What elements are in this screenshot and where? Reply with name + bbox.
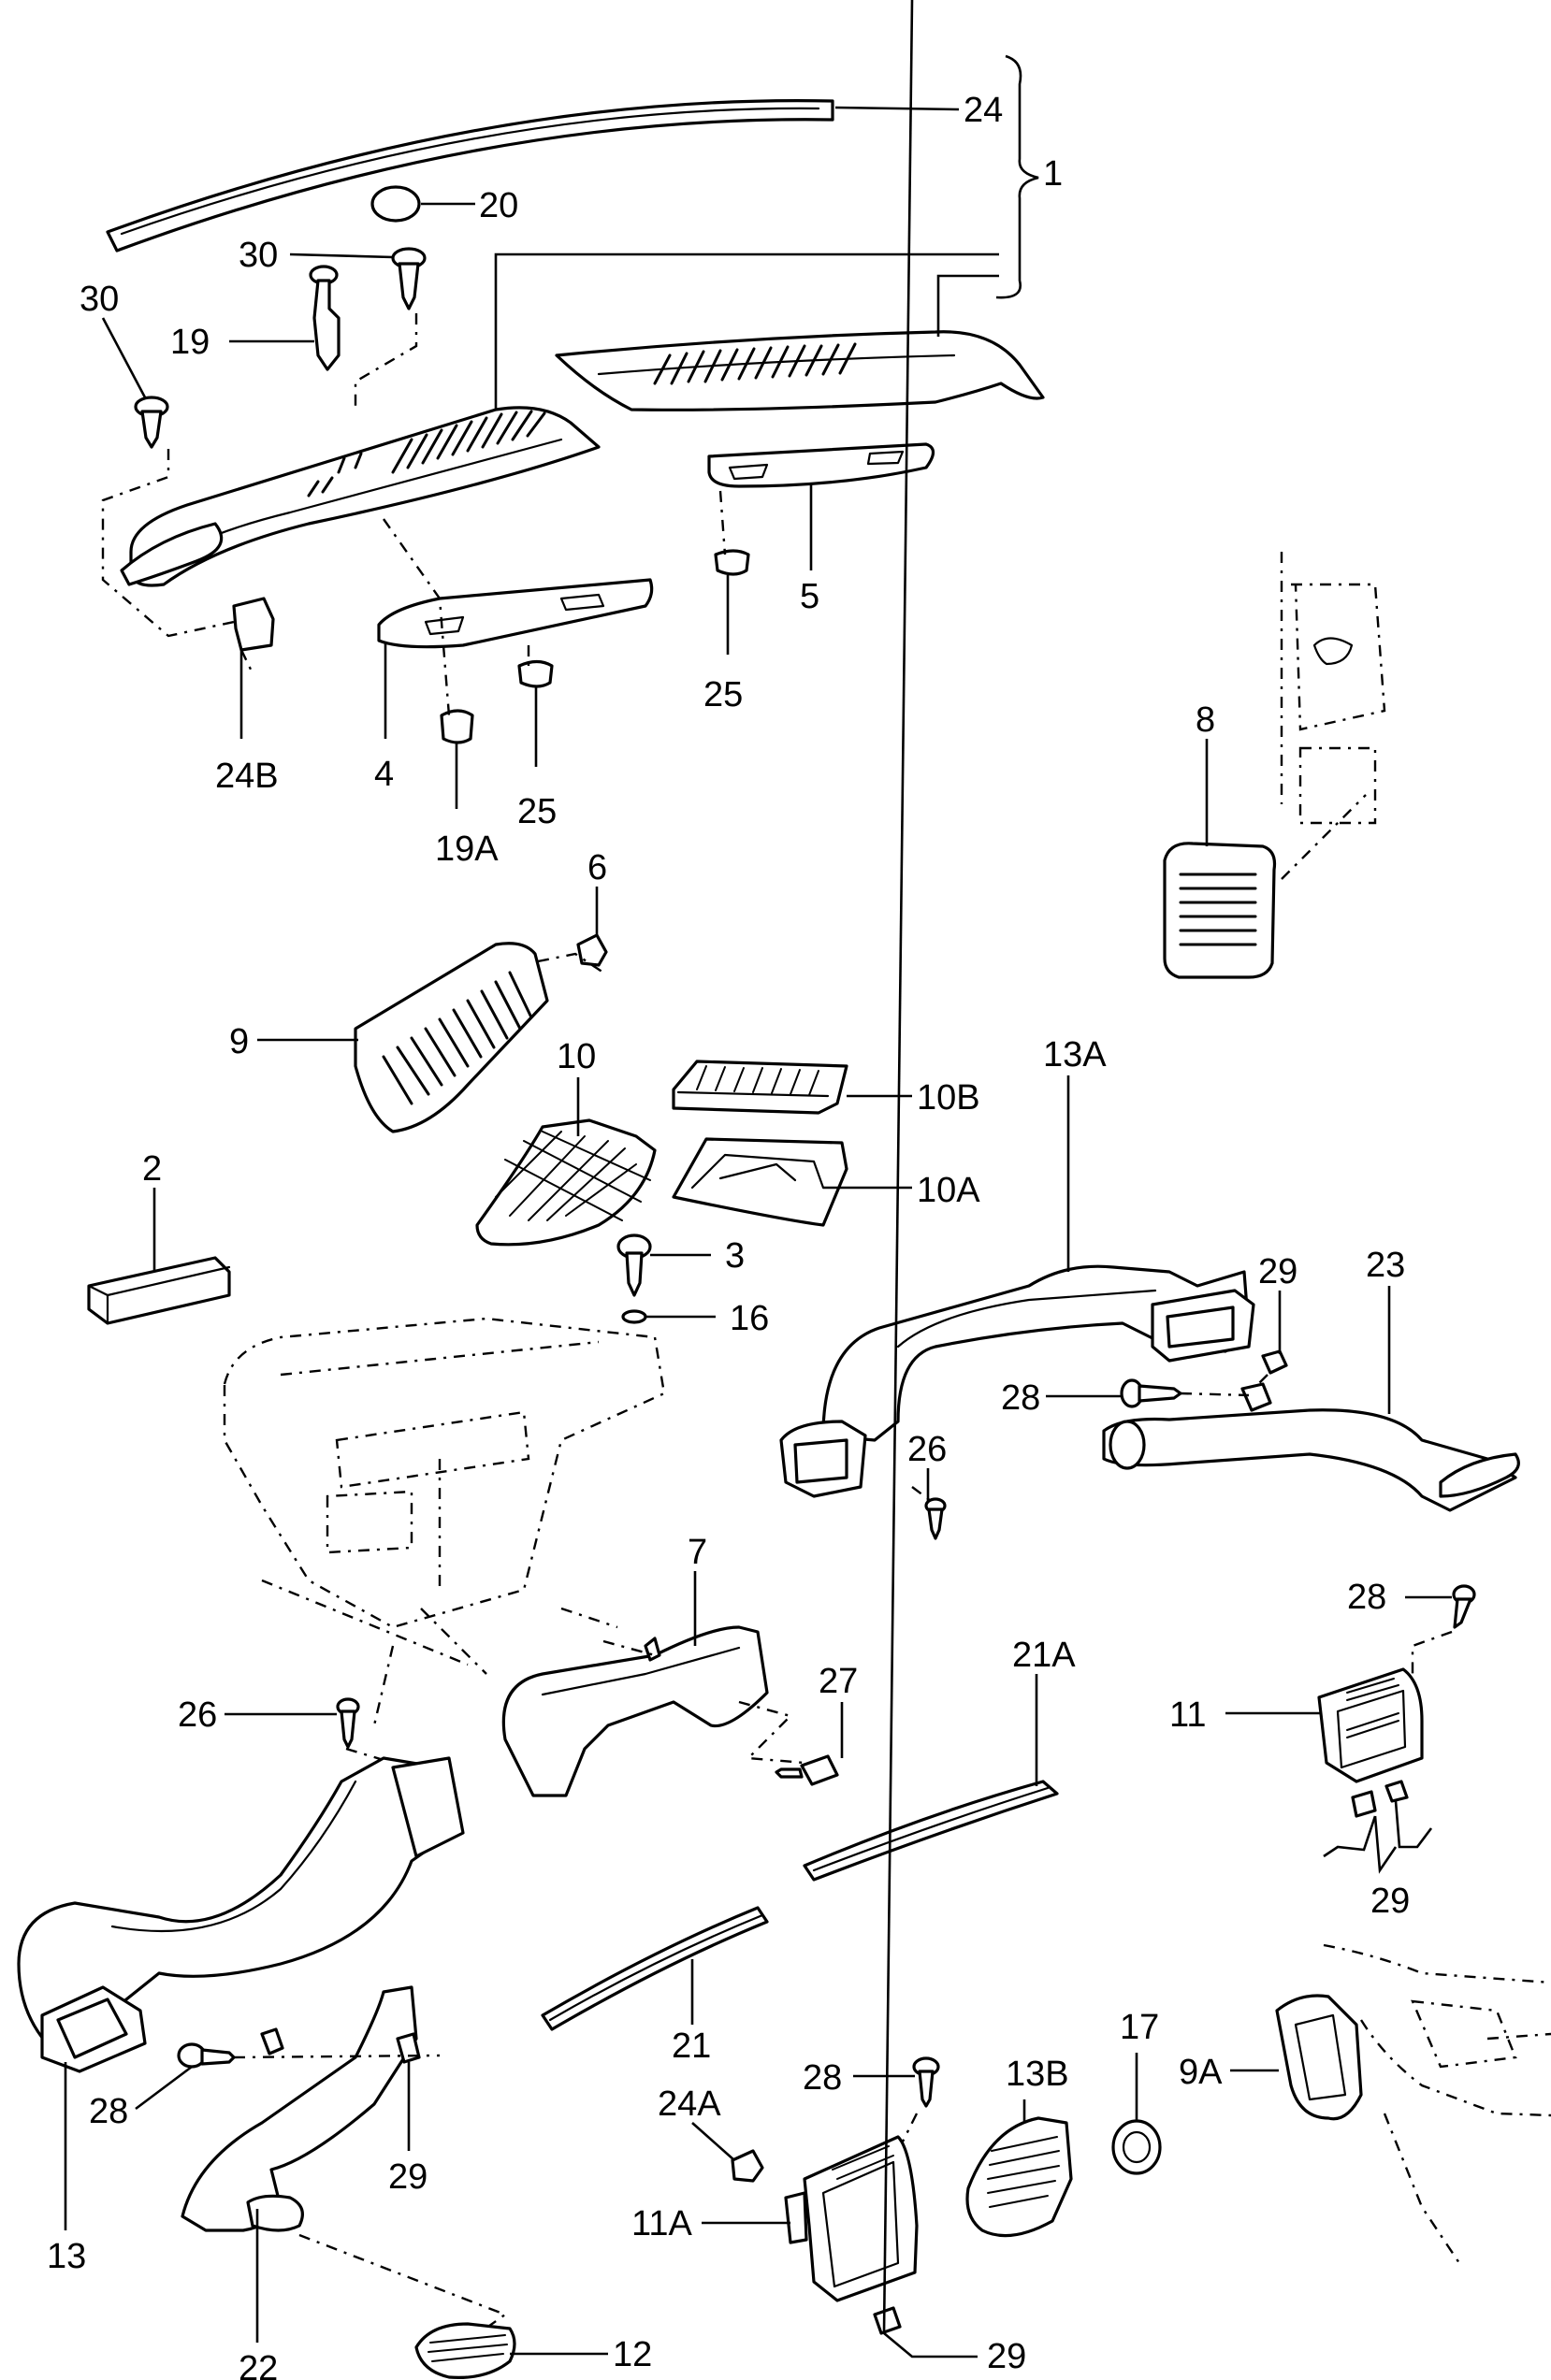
part-13B-outlet: [965, 2116, 1073, 2238]
callout-5: 5: [800, 577, 819, 616]
callout-24A: 24A: [658, 2084, 721, 2124]
callout-1: 1: [1043, 154, 1063, 194]
cowl-panel-right: [555, 330, 1045, 411]
callout-29-bottom: 29: [987, 2337, 1026, 2376]
part-29-clip-upper-right: [1240, 1349, 1288, 1412]
dashboard-outline-lower-right: [1323, 1943, 1551, 2264]
callout-17: 17: [1120, 2008, 1159, 2047]
part-24A-clip: [731, 2149, 764, 2183]
callout-21A: 21A: [1012, 1636, 1076, 1675]
part-16-washer: [621, 1309, 647, 1324]
callout-29-upper: 29: [1258, 1252, 1297, 1291]
callout-22: 22: [239, 2349, 278, 2380]
part-29-clips-right: [1351, 1780, 1409, 1818]
part-13A-duct: [779, 1264, 1255, 1498]
heater-box-outline: [223, 1317, 666, 1726]
part-12-grille: [414, 2322, 516, 2379]
callout-10: 10: [557, 1037, 596, 1076]
part-11-outlet: [1317, 1667, 1424, 1783]
leader-lines: [64, 0, 1452, 2356]
part-19-clip: [309, 265, 341, 371]
part-30-screw-left: [134, 396, 169, 449]
callout-20: 20: [479, 186, 518, 225]
part-9A-grille: [1275, 1994, 1363, 2121]
callout-9A: 9A: [1179, 2053, 1223, 2092]
callout-10A: 10A: [917, 1171, 980, 1210]
callout-19: 19: [170, 323, 210, 362]
callout-25-left: 25: [517, 792, 557, 831]
part-13-duct: [17, 1756, 465, 2073]
part-9-grille: [354, 942, 549, 1133]
part-11A-outlet: [784, 2135, 919, 2302]
callout-16: 16: [730, 1299, 769, 1338]
part-21A-grille-strip: [803, 1780, 1059, 1882]
part-3-screw: [616, 1233, 652, 1297]
part-8-vent: [1163, 842, 1277, 979]
callout-13A: 13A: [1043, 1035, 1107, 1075]
part-24-trim-strip: [106, 99, 834, 252]
callout-24: 24: [964, 91, 1003, 130]
part-30-screw-upper: [391, 247, 427, 310]
callout-10B: 10B: [917, 1078, 980, 1118]
part-28-screw-upper-right: [1120, 1378, 1182, 1408]
callout-2: 2: [142, 1149, 162, 1189]
callout-21: 21: [672, 2027, 711, 2066]
callout-3: 3: [725, 1236, 745, 1276]
part-28-screw-right: [1452, 1584, 1476, 1629]
part-25-grommet-right: [714, 549, 750, 576]
cowl-panel-left: [120, 406, 601, 587]
callout-24B: 24B: [215, 757, 279, 796]
part-6-clip: [576, 933, 608, 967]
part-4-plate: [377, 578, 654, 649]
callout-29-lower-left: 29: [388, 2157, 428, 2197]
part-24B-clip: [232, 597, 275, 652]
callout-30-upper: 30: [239, 236, 278, 275]
callout-28-lower-left: 28: [89, 2092, 128, 2131]
callout-12: 12: [613, 2335, 652, 2374]
callout-28-right: 28: [1347, 1578, 1386, 1617]
part-26-screw-upper: [924, 1497, 947, 1540]
part-26-screw-lower: [336, 1697, 360, 1749]
callout-28-upper: 28: [1001, 1378, 1040, 1418]
part-23-duct: [1102, 1408, 1520, 1512]
part-10-filter-frame: [475, 1118, 657, 1247]
part-17-knob: [1111, 2119, 1162, 2175]
callout-8: 8: [1196, 700, 1215, 740]
callout-13B: 13B: [1006, 2055, 1069, 2094]
body-outline-right: [1280, 552, 1386, 880]
part-19A-grommet: [440, 709, 474, 744]
part-27-screw: [775, 1754, 839, 1786]
callout-28-bottom: 28: [803, 2058, 842, 2098]
callout-19A: 19A: [435, 829, 499, 869]
part-21-grille-strip: [541, 1906, 769, 2031]
callout-11A: 11A: [631, 2204, 692, 2243]
part-2-strip: [87, 1256, 231, 1325]
callout-27: 27: [819, 1662, 858, 1701]
callout-4: 4: [374, 755, 394, 794]
callout-25-right: 25: [703, 675, 743, 714]
callout-26-upper: 26: [907, 1430, 947, 1469]
part-20-cap: [370, 185, 421, 223]
part-10B-filter: [672, 1060, 848, 1115]
part-10A-filter-housing: [672, 1137, 848, 1227]
callout-labels: 24 1 20 30 30 19 24B 4 19A 25 5 25 8 6 9…: [47, 91, 1410, 2380]
callout-26-lower: 26: [178, 1695, 217, 1735]
callout-6: 6: [587, 848, 607, 887]
part-29-clip-bottom: [873, 2306, 902, 2335]
part-25-grommet-left: [517, 659, 554, 688]
callout-29-right: 29: [1370, 1882, 1410, 1921]
part-22-duct: [181, 1985, 418, 2232]
callout-7: 7: [688, 1533, 707, 1572]
callout-30-left: 30: [80, 280, 119, 319]
part-5-plate: [707, 442, 935, 488]
part-7-duct: [501, 1625, 769, 1797]
callout-11: 11: [1169, 1695, 1206, 1735]
callout-23: 23: [1366, 1246, 1405, 1285]
part-28-screw-lower-left: [177, 2042, 236, 2069]
callout-13: 13: [47, 2237, 86, 2276]
part-28-screw-bottom: [912, 2056, 940, 2108]
callout-9: 9: [229, 1022, 249, 1061]
